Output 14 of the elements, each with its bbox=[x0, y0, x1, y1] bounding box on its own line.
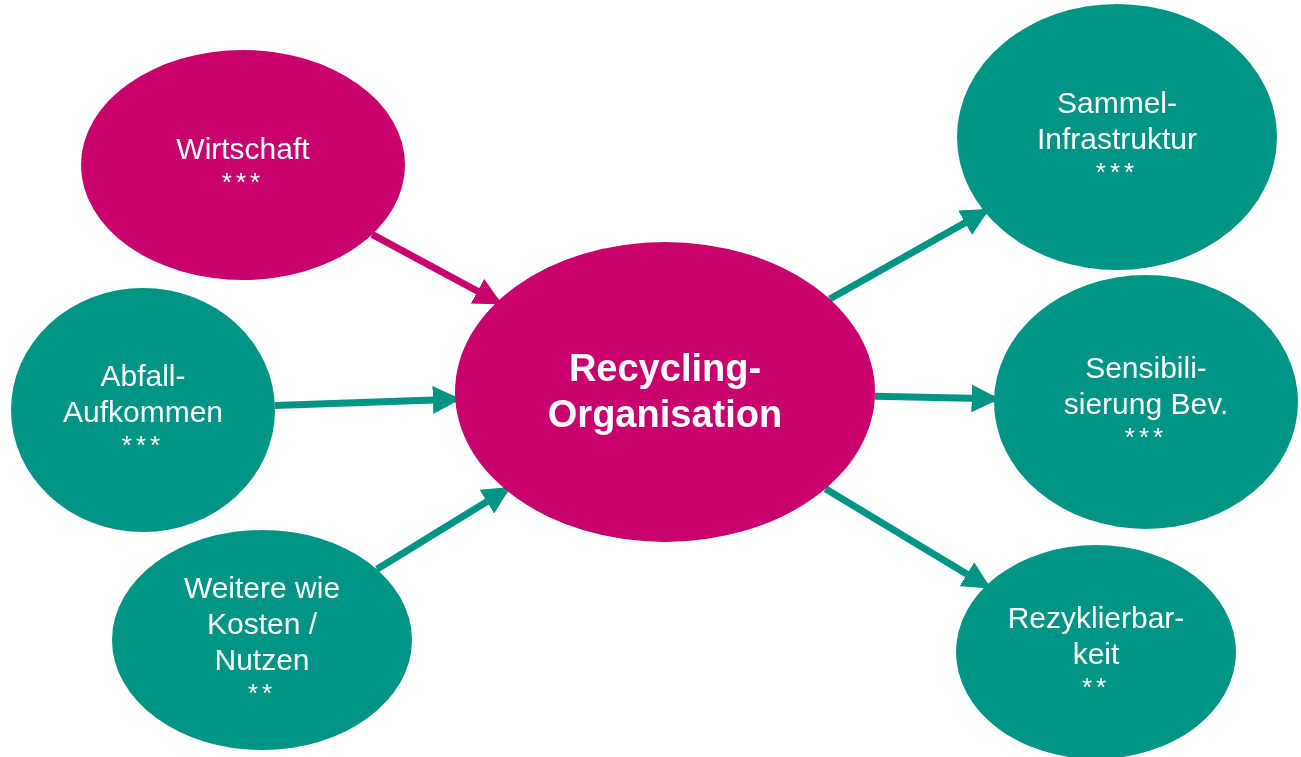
node-label: Wirtschaft bbox=[176, 131, 310, 168]
star-rating: ** bbox=[247, 678, 277, 710]
star-rating: ** bbox=[1081, 672, 1111, 704]
star-rating: *** bbox=[1095, 157, 1139, 189]
center-title: Recycling- Organisation bbox=[546, 346, 784, 437]
arrow bbox=[823, 485, 991, 589]
node-label: Rezyklierbar- keit bbox=[1006, 600, 1186, 673]
node-label: Abfall- Aufkommen bbox=[61, 358, 225, 431]
node-label: Sensibili- sierung Bev. bbox=[1062, 350, 1230, 423]
node-label: Weitere wie Kosten / Nutzen bbox=[182, 570, 342, 679]
node-label: Sammel- Infrastruktur bbox=[1035, 85, 1199, 158]
star-rating: *** bbox=[221, 167, 265, 199]
star-rating: *** bbox=[121, 430, 165, 462]
star-rating: *** bbox=[1124, 422, 1168, 454]
